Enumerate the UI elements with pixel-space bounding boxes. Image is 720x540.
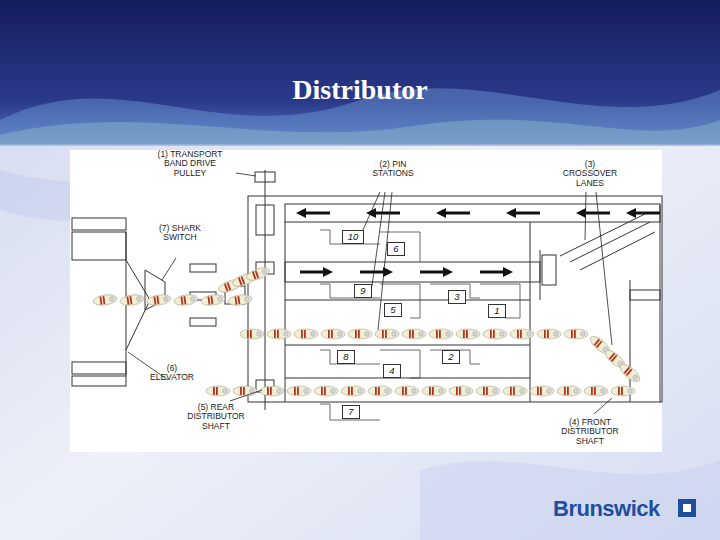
pin <box>348 329 372 339</box>
pin <box>119 293 144 306</box>
swirl <box>420 460 720 540</box>
pin <box>368 386 392 396</box>
pin <box>173 293 198 306</box>
station-number: 8 <box>343 351 348 362</box>
pin <box>92 293 117 306</box>
pin <box>395 386 419 396</box>
station-outline <box>320 230 520 420</box>
leader-lines <box>128 173 612 414</box>
pin <box>375 329 399 339</box>
pin <box>294 329 318 339</box>
pin <box>584 386 608 396</box>
arrow-head <box>296 208 306 218</box>
pin <box>341 386 365 396</box>
pin-station: 8 <box>337 350 354 364</box>
logo-icon <box>678 499 696 517</box>
arrow-head <box>576 208 586 218</box>
pin <box>456 329 480 339</box>
pin-station: 5 <box>384 303 401 317</box>
band-arrows <box>296 208 660 277</box>
callout-label: (1) TRANSPORT BAND DRIVE PULLEY <box>148 150 232 178</box>
pin-station: 6 <box>387 242 404 256</box>
callout-label: (7) SHARK SWITCH <box>156 224 204 243</box>
pin-station: 3 <box>448 290 465 304</box>
station-number: 6 <box>393 243 398 254</box>
arrow-head <box>503 267 513 277</box>
arrow-head <box>436 208 446 218</box>
logo-text: Brunswick <box>553 496 660 522</box>
pin-station: 9 <box>354 284 371 298</box>
station-number: 5 <box>390 304 395 315</box>
pin <box>402 329 426 339</box>
diagram-panel <box>70 150 662 452</box>
arrow-head <box>626 208 636 218</box>
pin <box>429 329 453 339</box>
distributor-frame <box>72 170 662 410</box>
callout-label: (5) REAR DISTRIBUTOR SHAFT <box>181 403 251 431</box>
pin <box>476 386 500 396</box>
pin-station: 7 <box>342 405 359 419</box>
pin <box>483 329 507 339</box>
slide-title: Distributor <box>0 74 720 106</box>
pin <box>314 386 338 396</box>
pin <box>537 329 561 339</box>
rule <box>0 144 720 146</box>
arrow-head <box>443 267 453 277</box>
pin <box>227 293 252 306</box>
pin <box>267 329 291 339</box>
station-number: 7 <box>348 406 353 417</box>
pin <box>618 361 643 384</box>
pin <box>260 386 284 396</box>
pin-station: 10 <box>342 230 365 244</box>
swirl <box>0 120 720 145</box>
pin <box>611 386 635 396</box>
callout-label: (3) CROSSOVER LANES <box>559 160 621 188</box>
callout-label: (4) FRONT DISTRIBUTOR SHAFT <box>555 418 625 446</box>
station-number: 3 <box>454 291 459 302</box>
pin-station: 1 <box>488 304 505 318</box>
pin-station: 2 <box>442 350 459 364</box>
pin <box>200 293 225 306</box>
station-number: 10 <box>348 231 359 242</box>
pin-station: 4 <box>383 364 400 378</box>
callout-label: (6) ELEVATOR <box>145 364 199 383</box>
logo-icon <box>683 504 691 512</box>
pin <box>233 386 257 396</box>
station-number: 4 <box>389 365 394 376</box>
callout-label: (2) PIN STATIONS <box>368 160 418 179</box>
pin <box>510 329 534 339</box>
pin <box>206 386 230 396</box>
arrow-head <box>366 208 376 218</box>
pin <box>240 329 264 339</box>
pin <box>503 386 527 396</box>
pin <box>422 386 446 396</box>
pin <box>287 386 311 396</box>
pin <box>245 265 271 283</box>
bowling-pins <box>92 265 642 396</box>
pin <box>564 329 588 339</box>
arrow-head <box>506 208 516 218</box>
pin <box>146 293 171 306</box>
station-number: 1 <box>494 305 499 316</box>
arrow-head <box>323 267 333 277</box>
pin <box>530 386 554 396</box>
station-number: 2 <box>448 351 453 362</box>
pin <box>449 386 473 396</box>
top-band <box>0 0 720 145</box>
station-number: 9 <box>360 285 365 296</box>
pin <box>321 329 345 339</box>
pin <box>557 386 581 396</box>
